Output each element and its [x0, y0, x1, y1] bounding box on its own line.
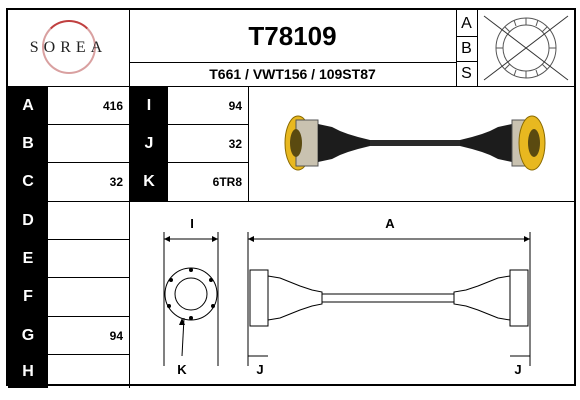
label-e: E	[8, 240, 48, 277]
value-f	[48, 278, 129, 316]
part-number: T78109	[248, 20, 337, 51]
value-e	[48, 240, 129, 277]
label-f: F	[8, 278, 48, 316]
abs-letter-a: A	[461, 14, 472, 32]
logo-ring-icon	[42, 20, 96, 74]
label-c: C	[8, 163, 48, 201]
product-sheet: SOREA T78109 T661 / VWT156 / 109ST87 A B…	[6, 8, 576, 388]
label-a: A	[8, 87, 48, 124]
label-g: G	[8, 317, 48, 354]
dim-label-a: A	[385, 216, 395, 231]
abs-ring-icon	[483, 15, 569, 81]
abs-letter-s: S	[461, 64, 472, 82]
value-h	[48, 355, 129, 388]
label-j: J	[130, 125, 168, 162]
dim-label-j-right: J	[514, 362, 521, 377]
value-j: 32	[228, 136, 242, 151]
dim-label-k: K	[177, 362, 187, 377]
logo-text: SOREA	[29, 39, 108, 56]
label-b: B	[8, 125, 48, 162]
dimension-diagram: I A K J J	[163, 216, 531, 377]
label-i: I	[130, 87, 168, 124]
drive-shaft-icon	[284, 115, 546, 171]
value-k: 6TR8	[212, 175, 242, 189]
cross-references: T661 / VWT156 / 109ST87	[209, 66, 376, 82]
brand-logo: SOREA	[8, 10, 129, 86]
value-b	[48, 125, 129, 162]
dim-label-i: I	[190, 216, 194, 231]
value-c: 32	[109, 175, 123, 189]
label-k: K	[130, 163, 168, 201]
label-h: H	[8, 355, 48, 388]
label-d: D	[8, 202, 48, 239]
value-i: 94	[228, 98, 242, 113]
value-d	[48, 202, 129, 239]
value-g: 94	[109, 328, 123, 343]
abs-letter-b: B	[461, 39, 472, 57]
dim-label-j-left: J	[256, 362, 263, 377]
value-a: 416	[102, 98, 123, 113]
